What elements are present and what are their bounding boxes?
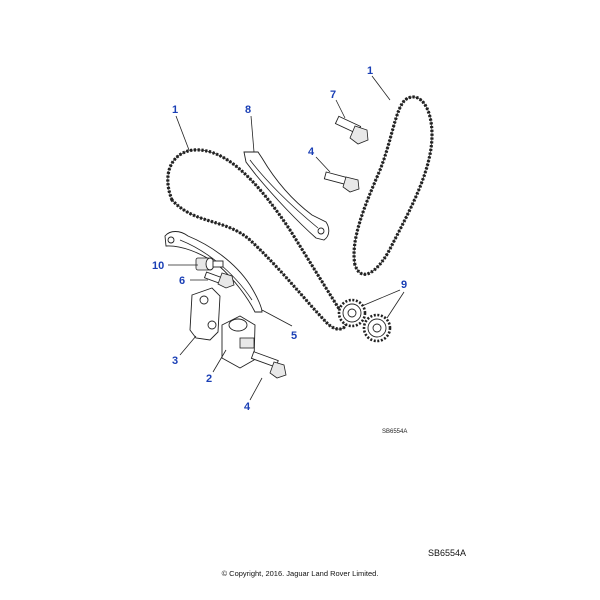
callout-6: 6 — [179, 275, 185, 287]
bolt-4-lower — [250, 351, 287, 379]
callout-4-lower: 4 — [244, 401, 251, 413]
copyright-notice: © Copyright, 2016. Jaguar Land Rover Lim… — [221, 569, 379, 578]
chain-guide — [243, 151, 330, 241]
callout-2: 2 — [206, 373, 212, 385]
timing-chain-right — [352, 95, 434, 276]
callout-1-left: 1 — [172, 104, 178, 116]
callout-5: 5 — [291, 330, 297, 342]
pivot-bolt — [195, 257, 224, 271]
tensioner-body — [221, 315, 256, 369]
sprocket-right — [362, 313, 392, 343]
callout-3: 3 — [172, 355, 178, 367]
leader-lines — [168, 75, 405, 401]
bolt-7 — [334, 115, 369, 145]
figure-ref-small: SB6554A — [382, 429, 407, 435]
callout-8: 8 — [245, 104, 251, 116]
tensioner-bracket — [189, 287, 221, 341]
figure-ref-large: SB6554A — [428, 548, 467, 558]
bolt-4-upper — [323, 171, 360, 193]
callout-9: 9 — [401, 279, 407, 291]
bolt-6 — [203, 271, 235, 289]
callout-10: 10 — [152, 260, 164, 272]
sprocket-left — [337, 298, 367, 328]
callout-7: 7 — [330, 89, 336, 101]
callout-4-upper: 4 — [308, 146, 315, 158]
callout-1-right: 1 — [367, 65, 373, 77]
